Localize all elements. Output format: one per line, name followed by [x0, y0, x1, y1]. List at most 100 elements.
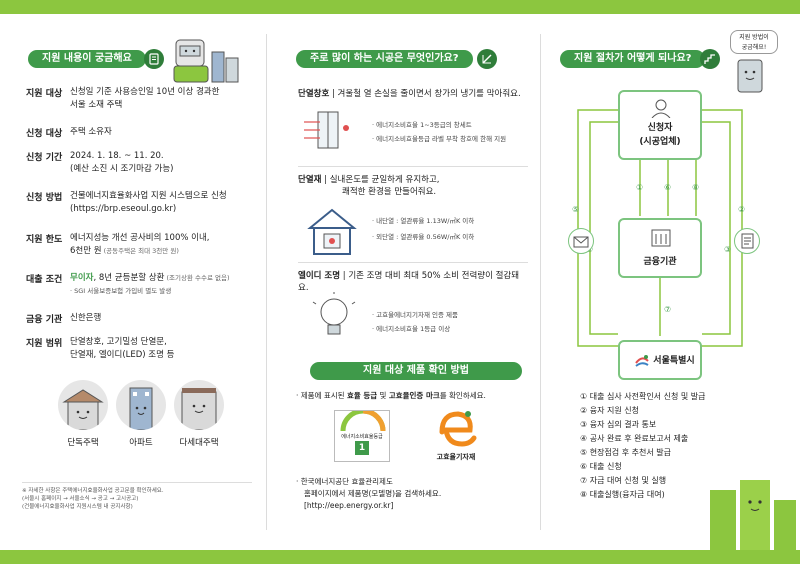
light-bulb-icon: [312, 292, 356, 335]
high-efficiency-mark: 고효율기자재: [428, 408, 484, 464]
person-with-buildings-icon: [173, 39, 239, 83]
procedure-step: ① 대출 심사 사전확인서 신청 및 발급: [580, 392, 706, 401]
step-number-7: ⑦: [664, 305, 671, 314]
bullet-text: 에너지소비효율 1~3등급의 창세트: [372, 120, 472, 131]
node-label: (시공업체): [639, 137, 681, 147]
green-buildings-illustration: [710, 480, 796, 550]
bank-building-icon: [651, 229, 671, 247]
bullet-text: 에너지소비효율 1등급 이상: [372, 324, 450, 335]
section-led: 엘이디 조명 | 기존 조명 대비 최대 50% 소비 전력량이 절감돼요.: [298, 270, 528, 294]
row-value: 단열재, 엘이디(LED) 조명 등: [70, 350, 175, 360]
check-text-bold: 고효율인증 마크: [388, 391, 440, 400]
node-label: 신청자: [647, 123, 673, 133]
construction-name: 단열재: [298, 175, 322, 185]
seoul-logo-icon: [635, 355, 649, 367]
node-bank: 금융기관: [618, 218, 702, 278]
procedure-steps-list: ① 대출 심사 사전확인서 신청 및 발급 ② 융자 지원 신청 ③ 융자 심의…: [580, 390, 740, 502]
check-text-bold: 효율 등급: [346, 391, 378, 400]
column-divider: [540, 34, 541, 530]
document-check-icon: [734, 228, 760, 254]
row-method: 신청 방법 건물에너지효율화사업 지원 시스템으로 신청 (https://brp…: [24, 190, 256, 216]
section-windows: 단열창호 | 겨울철 열 손실을 줄이면서 창가의 냉기를 막아줘요.: [298, 88, 528, 100]
row-key: 지원 대상: [24, 86, 70, 112]
flow-line-left-inner: [589, 121, 618, 335]
house-label: 다세대주택: [179, 438, 219, 448]
node-seoul: 서울특별시: [618, 340, 702, 380]
bubble-text: 지원 방법이: [739, 34, 769, 41]
footnote-line: ※ 자세한 사항은 주택에너지효율화사업 공고문을 확인하세요.: [22, 488, 164, 494]
row-key: 지원 범위: [24, 336, 70, 362]
row-value: 주택 소유자: [70, 127, 112, 137]
bullet-text: 에너지소비효율등급 라벨 부착 창호에 한해 지원: [372, 134, 506, 145]
mail-icon: [568, 228, 594, 254]
row-period: 신청 기간 2024. 1. 18. ~ 11. 20.(예산 소진 시 조기마…: [24, 150, 256, 176]
construction-name: 단열창호: [298, 89, 330, 99]
section-insulation: 단열재 | 실내온도를 균일하게 유지하고, 쾌적한 환경을 만들어줘요.: [298, 174, 528, 198]
row-note: · SGI 서울보증보험 가입비 별도 발생: [70, 287, 172, 295]
row-value: (예산 소진 시 조기마감 가능): [70, 164, 174, 174]
check-step-2: · 한국에너지공단 효율관리제도 홈페이지에서 제품명(모델명)을 검색하세요.…: [296, 476, 526, 512]
row-value: 6천만 원: [70, 246, 102, 256]
bullet-text: 내단열 : 열관류율 1.13W/㎡K 이하: [372, 216, 474, 227]
bullet-text: 고효율에너지기자재 인증 제품: [372, 310, 458, 321]
row-value: 단열창호, 고기밀성 단열문,: [70, 337, 167, 347]
house-detached: 단독주택: [58, 380, 108, 450]
step-number-8: ⑧: [692, 183, 699, 192]
row-key: 지원 한도: [24, 232, 70, 258]
step-number-2: ②: [738, 205, 745, 214]
house-label: 아파트: [129, 438, 153, 448]
mark-text: 고효율기자재: [436, 453, 476, 461]
row-key: 금융 기관: [24, 312, 70, 325]
divider: [298, 166, 528, 167]
step-number-5: ⑤: [572, 205, 579, 214]
row-loan-terms: 대출 조건 무이자, 8년 균등분할 상환 (조기상환 수수료 없음)· SGI…: [24, 272, 256, 298]
house-label: 단독주택: [67, 438, 99, 448]
bullet-text: 외단열 : 열관류율 0.56W/㎡K 이하: [372, 232, 474, 243]
section-title-support: 지원 내용이 궁금해요: [28, 50, 146, 68]
step-number-1: ①: [636, 183, 643, 192]
row-key: 신청 대상: [24, 126, 70, 139]
procedure-step: ③ 융자 심의 결과 통보: [580, 420, 657, 429]
check-step-1: · 제품에 표시된 효율 등급 및 고효율인증 마크를 확인하세요.: [296, 390, 526, 402]
footnote-line: (건물에너지효율화사업 지원시스템 내 공지사항): [22, 504, 133, 510]
insulated-window-icon: [304, 111, 349, 149]
e-mark-logo-icon: [439, 411, 477, 447]
row-value: 에너지성능 개선 공사비의 100% 이내,: [70, 233, 210, 243]
top-accent-bar: [0, 0, 800, 14]
row-value: 건물에너지효율화사업 지원 시스템으로 신청: [70, 191, 227, 201]
row-note: (조기상환 수수료 없음): [164, 274, 230, 282]
person-icon: [651, 99, 671, 118]
row-value: (https://brp.eseoul.go.kr): [70, 204, 177, 214]
procedure-step: ⑤ 현장점검 후 추천서 발급: [580, 448, 671, 457]
check-text: · 한국에너지공단 효율관리제도: [296, 477, 393, 486]
row-key: 신청 방법: [24, 190, 70, 216]
website-link[interactable]: [http://eep.energy.or.kr]: [304, 501, 394, 510]
procedure-step: ④ 공사 완료 후 완료보고서 제출: [580, 434, 689, 443]
bottom-accent-bar: [0, 550, 800, 564]
label-caption: 에너지소비효율등급: [341, 434, 383, 440]
row-value: 2024. 1. 18. ~ 11. 20.: [70, 151, 164, 161]
check-text: · 제품에 표시된: [296, 391, 347, 400]
row-value: 신한은행: [70, 313, 102, 323]
section-title-product-check: 지원 대상 제품 확인 방법: [310, 362, 522, 380]
house-apartment: 아파트: [116, 380, 166, 450]
column-divider: [266, 34, 267, 530]
multiplex-icon: [181, 388, 217, 430]
row-key: 대출 조건: [24, 272, 70, 298]
row-applicant: 신청 대상 주택 소유자: [24, 126, 256, 139]
footnote: ※ 자세한 사항은 주택에너지효율화사업 공고문을 확인하세요. (서울시 홈페…: [22, 482, 252, 511]
construction-name: 엘이디 조명: [298, 271, 341, 281]
row-value: 서울 소재 주택: [70, 100, 123, 110]
detached-house-icon: [62, 389, 104, 430]
node-label: 서울특별시: [653, 356, 695, 366]
row-value: , 8년 균등분할 상환: [93, 273, 165, 283]
bubble-text: 궁금해요!: [741, 44, 767, 51]
construction-desc: 쾌적한 환경을 만들어줘요.: [342, 187, 437, 197]
flow-line-right-outer: [702, 109, 743, 347]
phone-character-icon: [737, 59, 763, 93]
speech-bubble: 지원 방법이 궁금해요!: [730, 30, 778, 54]
construction-desc: | 겨울철 열 손실을 줄이면서 창가의 냉기를 막아줘요.: [329, 89, 521, 99]
procedure-step: ⑧ 대출실행(융자금 대여): [580, 490, 665, 499]
row-limit: 지원 한도 에너지성능 개선 공사비의 100% 이내,6천만 원 (공동주택은…: [24, 232, 256, 258]
